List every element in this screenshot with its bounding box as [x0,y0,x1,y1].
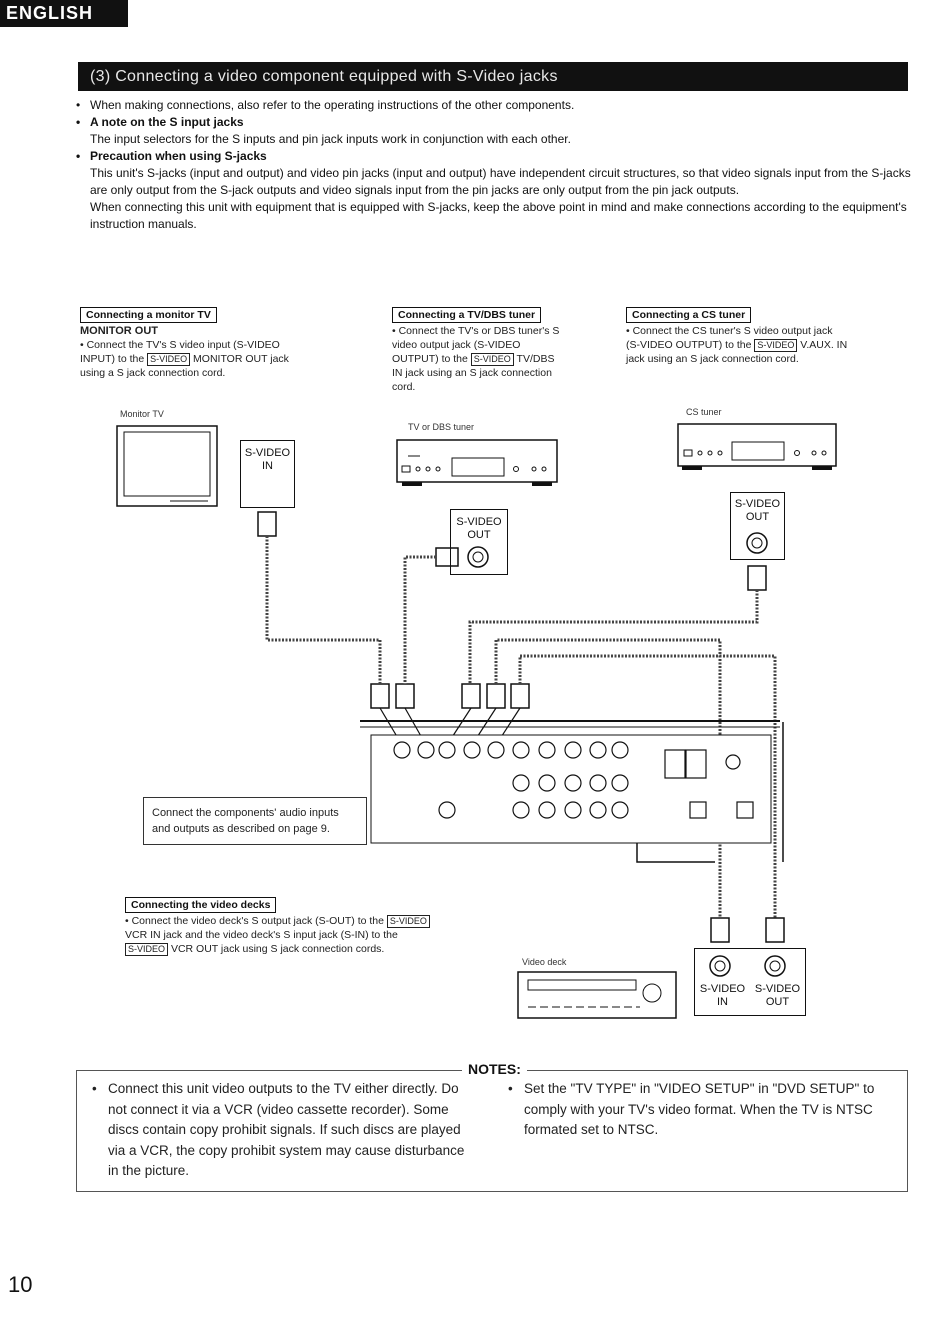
receiver-jack-rows [393,741,741,819]
intro-bullet-1: When making connections, also refer to t… [76,97,912,114]
tuner-text: • Connect the TV's or DBS tuner's S vide… [392,325,560,393]
jack-label-line1: S-VIDEO [244,447,291,459]
monitor-tv-label: Monitor TV [120,409,164,419]
jack-label-line2: OUT [765,996,790,1008]
video-deck-illustration [517,971,677,1019]
video-decks-text-3: VCR OUT jack using S jack connection cor… [170,943,385,955]
s-input-note-heading: A note on the S input jacks [76,114,912,131]
cs-instructions: • Connect the CS tuner's S video output … [626,324,848,366]
monitor-text-1: Connect the TV's S video input (S-VIDEO … [80,339,280,365]
video-decks-instructions: • Connect the video deck's S output jack… [125,914,433,956]
s-video-jack-label: S-VIDEO [386,915,430,928]
jack-label-line1: S-VIDEO [754,983,801,995]
intro-text: When making connections, also refer to t… [76,97,912,233]
cs-text-1: Connect the CS tuner's S video output ja… [626,325,833,351]
note-2-text: Set the "TV TYPE" in "VIDEO SETUP" in "D… [508,1079,894,1141]
jack-label-line2: IN [262,460,273,472]
language-tab: ENGLISH [0,0,128,27]
cs-heading-box: Connecting a CS tuner [626,305,752,323]
s-jack-precaution-text-2: When connecting this unit with equipment… [90,200,907,231]
note-1: Connect this unit video outputs to the T… [92,1079,474,1182]
notes-title: NOTES: [462,1061,527,1077]
jack-label-line2: OUT [745,511,770,523]
video-decks-text-2: VCR IN jack and the video deck's S input… [125,929,398,941]
jack-label-line2: OUT [467,529,491,541]
s-input-note-text: The input selectors for the S inputs and… [90,132,571,146]
tuner-instructions: • Connect the TV's or DBS tuner's S vide… [392,324,562,394]
cs-text-2: V.AUX. IN jack using an S jack connectio… [626,339,848,365]
monitor-tv-illustration [116,425,218,507]
tv-dbs-tuner-label: TV or DBS tuner [408,422,475,432]
monitor-heading-box: Connecting a monitor TV [80,305,217,323]
cs-text: • Connect the CS tuner's S video output … [626,325,848,365]
monitor-heading: Connecting a monitor TV [80,307,217,323]
tuner-heading: Connecting a TV/DBS tuner [392,307,542,323]
tuner-s-video-out-box: S-VIDEO OUT [450,509,508,575]
video-decks-text-1: Connect the video deck's S output jack (… [131,915,384,927]
cs-s-video-out-jack-icon [746,532,768,554]
jack-label-line1: S-VIDEO [699,983,746,995]
monitor-s-video-in-box: S-VIDEO IN [240,440,295,508]
jack-label-line1: S-VIDEO [734,498,781,510]
cs-s-video-out-box: S-VIDEO OUT [730,492,785,560]
jack-label-line1: S-VIDEO [456,516,502,528]
monitor-text: • Connect the TV's S video input (S-VIDE… [80,339,289,379]
monitor-text-2: MONITOR OUT jack using a S jack connecti… [80,353,289,379]
tuner-text-2: TV/DBS IN jack using an S jack connectio… [392,353,555,393]
cs-tuner-label: CS tuner [686,407,722,417]
video-decks-heading: Connecting the video decks [125,897,277,913]
note-2: Set the "TV TYPE" in "VIDEO SETUP" in "D… [508,1079,894,1141]
video-decks-heading-box: Connecting the video decks [125,895,277,913]
video-deck-label: Video deck [522,957,567,967]
tv-dbs-tuner-illustration [396,439,558,486]
tuner-heading-box: Connecting a TV/DBS tuner [392,305,542,323]
receiver-antenna-terminals [664,749,754,819]
cs-heading: Connecting a CS tuner [626,307,752,323]
page-number: 10 [8,1272,33,1297]
monitor-instructions: MONITOR OUT • Connect the TV's S video i… [80,324,302,380]
cs-tuner-illustration [677,423,837,470]
tuner-s-video-out-jack-icon [467,546,489,568]
video-decks-text: • Connect the video deck's S output jack… [125,914,433,956]
note-1-text: Connect this unit video outputs to the T… [92,1079,474,1182]
s-jack-precaution-text-1: This unit's S-jacks (input and output) a… [90,166,911,197]
s-jack-precaution-heading: Precaution when using S-jacks [76,148,912,165]
s-video-jack-label: S-VIDEO [125,943,169,956]
tuner-text-1: Connect the TV's or DBS tuner's S video … [392,325,560,365]
jack-label-line2: IN [716,996,728,1008]
deck-jack-icons [709,955,786,977]
monitor-out-label: MONITOR OUT [80,325,159,337]
section-title: (3) Connecting a video component equippe… [78,62,908,91]
audio-connection-note: Connect the components' audio inputs and… [143,797,367,845]
